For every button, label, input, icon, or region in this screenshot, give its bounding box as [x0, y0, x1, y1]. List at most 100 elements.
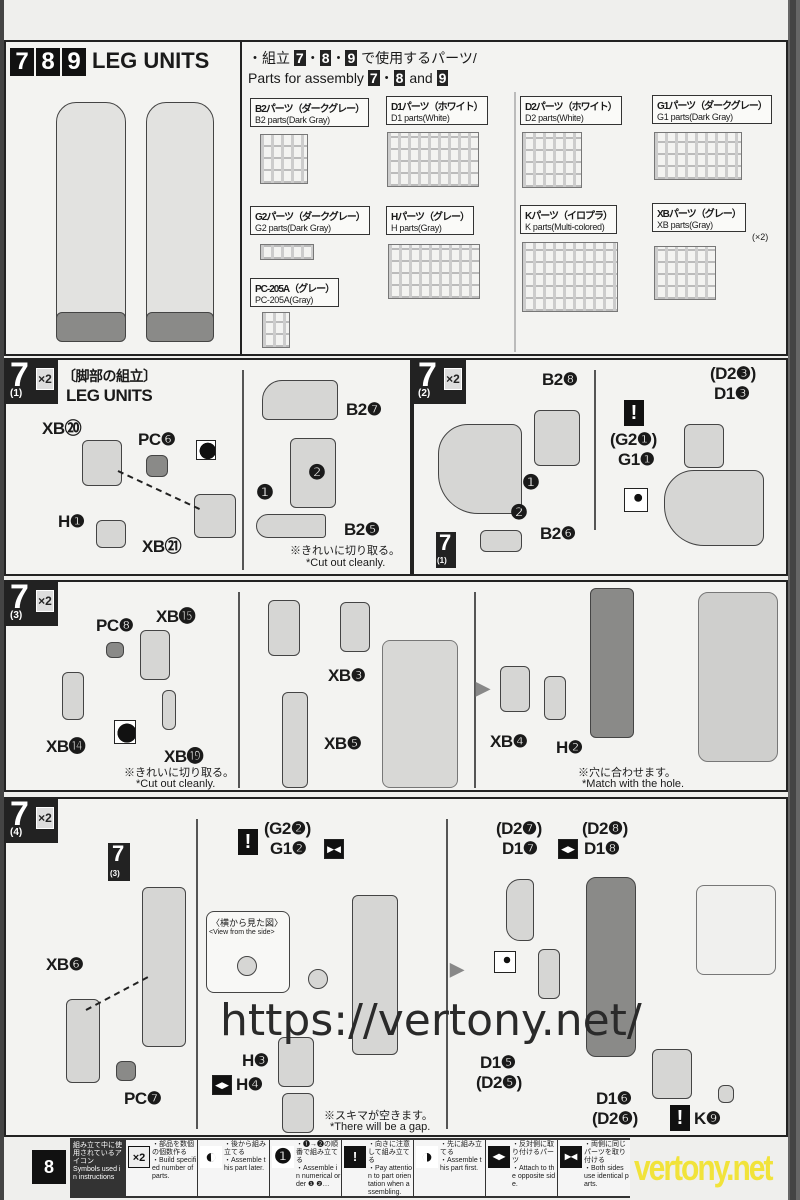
leg-shin-closeup [664, 470, 764, 546]
label-h2: H❷ [556, 738, 583, 757]
step-title-jp: 〔脚部の組立〕 [62, 368, 157, 384]
runner-d2 [522, 132, 582, 188]
part-h4 [282, 1093, 314, 1133]
label-xb14: XB⓮ [46, 737, 86, 756]
part-b25 [256, 514, 326, 538]
next-arrow-icon: ▶ [476, 678, 490, 698]
part-pc7 [116, 1061, 136, 1081]
order-2-icon: ❷ [510, 502, 528, 524]
runner-d1 [387, 132, 479, 187]
page-number: 8 [32, 1150, 66, 1184]
parts-list-panel: ・組立 7・8・9 で使用するパーツ/ Parts for assembly 7… [240, 40, 788, 356]
parts-title-jp: ・組立 [248, 50, 290, 66]
order-icon: ❶ [272, 1146, 294, 1168]
both-sides-icon: ▶◀ [324, 839, 344, 859]
step-badge-7: 7 [10, 48, 34, 76]
step-number: 7(1)×2 [6, 356, 58, 404]
opposite-side-icon: ◀▶ [212, 1075, 232, 1095]
note-cut-jp: ※きれいに切り取る。 [290, 545, 400, 557]
runner-k [522, 242, 618, 312]
step-title-en: LEG UNITS [66, 386, 153, 405]
part-xb3 [340, 602, 370, 652]
label-pc8: PC❽ [96, 616, 134, 635]
label-xb15: XB⓯ [156, 607, 196, 626]
leg-illustration-right [146, 102, 214, 342]
leg-illustration-left [56, 102, 126, 342]
part-xb6 [66, 999, 100, 1083]
watermark: https://vertony.net/ [220, 995, 642, 1046]
label-d23: (D2❸) [710, 364, 756, 383]
attention-icon: ! [670, 1105, 690, 1131]
label-d18: D1❽ [584, 839, 620, 858]
part-d17 [506, 879, 534, 941]
xb-quantity: (×2) [752, 232, 769, 242]
runner-g2 [260, 244, 314, 260]
part-b28 [534, 410, 580, 466]
part-xb14 [62, 672, 84, 720]
step-7-1-panel: 7(1)×2 〔脚部の組立〕 LEG UNITS XB⑳ PC❻ H❶ XB㉑ … [4, 356, 412, 576]
label-xb5: XB❺ [324, 734, 362, 753]
label-g22: (G2❷) [264, 819, 311, 838]
note-gap-jp: ※スキマが空きます。 [324, 1110, 433, 1122]
label-d17: D1❼ [502, 839, 538, 858]
label-xb4: XB❹ [490, 732, 528, 751]
leg-shin-assembly [290, 438, 336, 508]
runner-h [388, 244, 480, 299]
parts-list-title: ・組立 7・8・9 で使用するパーツ/ Parts for assembly 7… [248, 50, 477, 86]
label-g21: (G2❶) [610, 430, 657, 449]
step-7-2-panel: 7(2)×2 B2❽ B2❻ (D2❸) D1❸ (G2❶) G1❶ ! ❶ ❷… [412, 356, 788, 576]
part-b26 [480, 530, 522, 552]
parts-tag-d2: D2パーツ（ホワイト）D2 parts(White) [520, 96, 622, 125]
note-gap-en: *There will be a gap. [330, 1121, 431, 1133]
leg-foot-right [146, 312, 214, 342]
parts-tag-h: Hパーツ（グレー）H parts(Gray) [386, 206, 475, 235]
assemble-first-icon [494, 951, 516, 973]
part-d15 [538, 949, 560, 999]
attention-icon: ! [238, 829, 258, 855]
part-xb4 [500, 666, 530, 712]
step-reference-7-3: 7(3) [108, 841, 130, 881]
part-b27 [262, 380, 338, 420]
parts-tag-b2: B2パーツ（ダークグレー）B2 parts(Dark Gray) [250, 98, 370, 127]
opposite-side-icon: ◀▶ [558, 839, 578, 859]
legend-x2: ×2・部品を数個の個数作る・Build specified number of … [126, 1140, 198, 1196]
label-xb6: XB❻ [46, 955, 84, 974]
label-b27: B2❼ [346, 400, 382, 419]
step-7-3-panel: 7(3)×2 PC❽ XB⓯ XB⓮ XB⓳ ※きれいに切り取る。 *Cut o… [4, 578, 788, 792]
note-cut-jp: ※きれいに切り取る。 [124, 767, 234, 779]
label-g11: G1❶ [618, 450, 655, 469]
assemble-later-icon [196, 440, 216, 460]
part-g12 [308, 969, 328, 989]
assemble-first-icon: ◑ [416, 1146, 438, 1168]
label-xb3: XB❸ [328, 666, 366, 685]
parts-tag-g1: G1パーツ（ダークグレー）G1 parts(Dark Gray) [652, 95, 772, 124]
knee-part [268, 600, 300, 656]
parts-tag-g2: G2パーツ（ダークグレー）G2 parts(Dark Gray) [250, 206, 370, 235]
part-h2 [544, 676, 566, 720]
note-hole-jp: ※穴に合わせます。 [578, 767, 676, 779]
part-h3 [278, 1037, 314, 1087]
leg-shin-assembly [438, 424, 522, 514]
label-h3: H❸ [242, 1051, 269, 1070]
part-pc6 [146, 455, 168, 477]
x2-icon: ×2 [128, 1146, 150, 1168]
leg-assembly [586, 877, 636, 1057]
part-xb19 [162, 690, 176, 730]
legend-attention: !・向きに注意して組み立てる・Pay attention to part ori… [342, 1140, 414, 1196]
assemble-later-icon [114, 720, 136, 744]
detail-callout [696, 885, 776, 975]
parts-tag-xb: XBパーツ（グレー）XB parts(Gray) [652, 203, 746, 232]
detail-callout [382, 640, 458, 788]
assemble-later-icon: ◐ [200, 1146, 222, 1168]
step-reference-7-1: 7(1) [436, 530, 456, 568]
label-d28: (D2❽) [582, 819, 628, 838]
order-2-icon: ❷ [308, 462, 326, 484]
side-view-en: <View from the side> [209, 929, 275, 936]
runner-b2 [260, 134, 308, 184]
note-cut-en: *Cut out cleanly. [136, 778, 216, 790]
label-d27: (D2❼) [496, 819, 542, 838]
note-cut-en: *Cut out cleanly. [306, 557, 386, 569]
label-d16: D1❻ [596, 1089, 632, 1108]
part-d16 [652, 1049, 692, 1099]
legend-later: ◐・後から組み立てる・Assemble this part later. [198, 1140, 270, 1196]
